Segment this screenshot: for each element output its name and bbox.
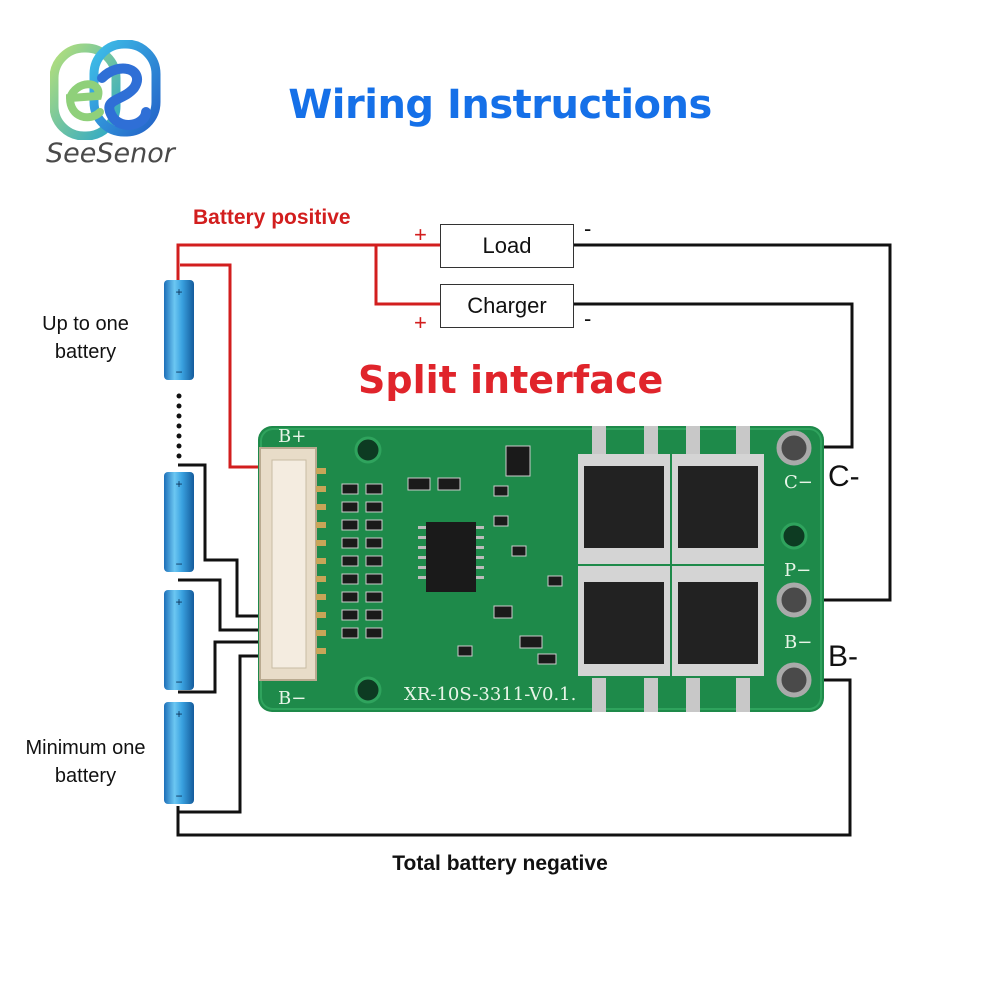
svg-text:+: + (175, 285, 182, 299)
battery-cell-4: + − (164, 702, 194, 804)
battery-top: + − (164, 280, 194, 380)
battery-cells: + − + − + − + − (164, 280, 194, 804)
up-to-one-battery-label: Up to one battery (42, 313, 129, 363)
terminal-c-minus (776, 430, 812, 466)
negative-wires (176, 243, 892, 837)
charger-label: Charger (467, 293, 547, 318)
silk-c-minus: C− (784, 472, 813, 493)
svg-text:−: − (175, 557, 182, 571)
c-minus-label: C- (828, 460, 860, 493)
terminal-b-minus (776, 662, 812, 698)
logo-text: SeeSenor (46, 138, 175, 169)
svg-text:+: + (175, 477, 182, 491)
svg-text:−: − (175, 789, 182, 803)
minimum-one-battery-label: Minimum one battery (25, 737, 146, 787)
page-title: Wiring Instructions (288, 82, 712, 128)
silk-b-minus-right: B− (784, 632, 813, 653)
battery-cell-2: + − (164, 472, 194, 572)
load-box: Load (440, 224, 574, 268)
battery-positive-label: Battery positive (193, 206, 351, 229)
positive-wires (176, 243, 440, 469)
load-label: Load (482, 233, 532, 258)
svg-text:+: + (175, 707, 182, 721)
load-plus-sign: + (414, 222, 427, 247)
charger-plus-sign: + (414, 310, 427, 335)
charger-minus-sign: - (584, 306, 592, 331)
bms-ic (426, 522, 476, 592)
silk-b-minus: B− (278, 688, 307, 709)
b-minus-label: B- (828, 640, 858, 673)
silk-b-plus: B+ (278, 426, 307, 447)
svg-text:−: − (175, 365, 182, 379)
board-model: XR-10S-3311-V0.1. (404, 684, 577, 705)
load-minus-sign: - (584, 216, 592, 241)
seesenor-logo-icon (50, 40, 161, 140)
svg-text:+: + (175, 595, 182, 609)
charger-box: Charger (440, 284, 574, 328)
battery-cell-3: + − (164, 590, 194, 690)
total-battery-negative-label: Total battery negative (392, 852, 608, 875)
mosfets (578, 426, 764, 712)
terminal-p-minus (776, 582, 812, 618)
cell-ellipsis (176, 393, 182, 459)
bms-board (258, 426, 824, 712)
silk-p-minus: P− (784, 560, 812, 581)
svg-text:−: − (175, 675, 182, 689)
split-interface-label: Split interface (358, 358, 664, 402)
